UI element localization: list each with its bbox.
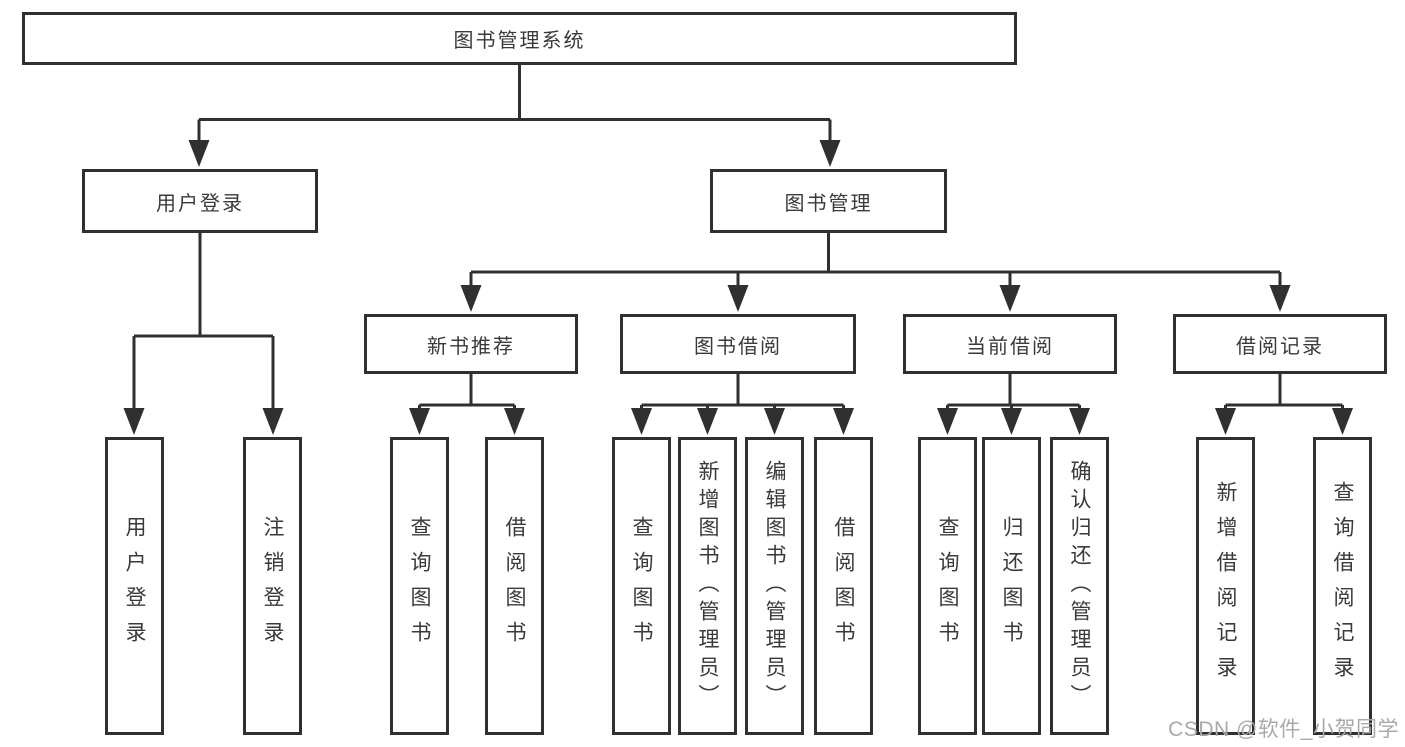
node-leaf-return-books: 归还图书 — [982, 437, 1041, 735]
node-label: 图书管理 — [784, 192, 873, 215]
node-label: 当前借阅 — [966, 335, 1054, 358]
node-leaf-add-borrow-record: 新增借阅记录 — [1196, 437, 1255, 735]
arrow-down-icon — [409, 408, 430, 435]
connector — [640, 374, 845, 430]
node-leaf-confirm-return-admin: 确认归还（管理员） — [1050, 437, 1109, 735]
node-library-management-system: 图书管理系统 — [22, 12, 1017, 65]
node-leaf-query-books-recommend: 查询图书 — [390, 437, 449, 735]
node-book-management: 图书管理 — [710, 169, 947, 233]
arrow-down-icon — [188, 140, 210, 167]
arrow-down-icon — [727, 285, 749, 312]
node-leaf-logout: 注销登录 — [243, 437, 302, 735]
node-leaf-borrow-books-recommend: 借阅图书 — [485, 437, 544, 735]
node-leaf-query-borrow-record: 查询借阅记录 — [1313, 437, 1372, 735]
node-label: 新书推荐 — [427, 335, 515, 358]
node-label: 查询图书 — [936, 516, 959, 656]
arrow-down-icon — [697, 408, 718, 435]
node-label: 注销登录 — [261, 516, 284, 656]
node-leaf-user-login: 用户登录 — [105, 437, 164, 735]
node-user-login: 用户登录 — [82, 169, 318, 233]
arrow-down-icon — [123, 408, 145, 435]
node-label: 确认归还（管理员） — [1068, 460, 1091, 712]
arrow-down-icon — [504, 408, 525, 435]
csdn-watermark: CSDN @软件_小贺同学 — [1168, 718, 1399, 741]
connector — [197, 65, 832, 162]
node-label: 查询图书 — [630, 516, 653, 656]
arrow-down-icon — [631, 408, 652, 435]
arrow-down-icon — [262, 408, 284, 435]
node-label: 新增图书（管理员） — [696, 460, 719, 712]
arrow-down-icon — [1001, 408, 1022, 435]
connector — [418, 374, 516, 430]
node-label: 图书管理系统 — [453, 30, 586, 52]
node-borrowing-records: 借阅记录 — [1173, 314, 1387, 374]
node-label: 查询借阅记录 — [1331, 481, 1354, 691]
arrow-down-icon — [460, 285, 482, 312]
arrow-down-icon — [1332, 408, 1353, 435]
node-label: 编辑图书（管理员） — [763, 460, 786, 712]
node-new-book-recommend: 新书推荐 — [364, 314, 578, 374]
node-label: 归还图书 — [1000, 516, 1023, 656]
arrow-down-icon — [999, 285, 1021, 312]
node-label: 查询图书 — [408, 516, 431, 656]
node-label: 借阅图书 — [832, 516, 855, 656]
node-label: 图书借阅 — [694, 335, 782, 358]
connector — [132, 233, 275, 430]
node-label: 借阅图书 — [503, 516, 526, 656]
arrow-down-icon — [1069, 408, 1090, 435]
node-label: 借阅记录 — [1236, 335, 1324, 358]
node-book-borrowing: 图书借阅 — [620, 314, 856, 374]
arrow-down-icon — [1215, 408, 1236, 435]
node-leaf-query-books-current: 查询图书 — [918, 437, 977, 735]
node-label: 新增借阅记录 — [1214, 481, 1237, 691]
arrow-down-icon — [764, 408, 785, 435]
connector — [469, 233, 1282, 307]
arrow-down-icon — [1269, 285, 1291, 312]
arrow-down-icon — [819, 140, 841, 167]
node-leaf-add-books-admin: 新增图书（管理员） — [678, 437, 737, 735]
node-label: 用户登录 — [156, 192, 244, 215]
node-leaf-query-books-borrowing: 查询图书 — [612, 437, 671, 735]
connector — [1224, 374, 1344, 430]
node-current-borrowing: 当前借阅 — [903, 314, 1117, 374]
arrow-down-icon — [833, 408, 854, 435]
node-leaf-borrow-books-borrowing: 借阅图书 — [814, 437, 873, 735]
node-label: 用户登录 — [123, 516, 146, 656]
node-leaf-edit-books-admin: 编辑图书（管理员） — [745, 437, 804, 735]
arrow-down-icon — [937, 408, 958, 435]
